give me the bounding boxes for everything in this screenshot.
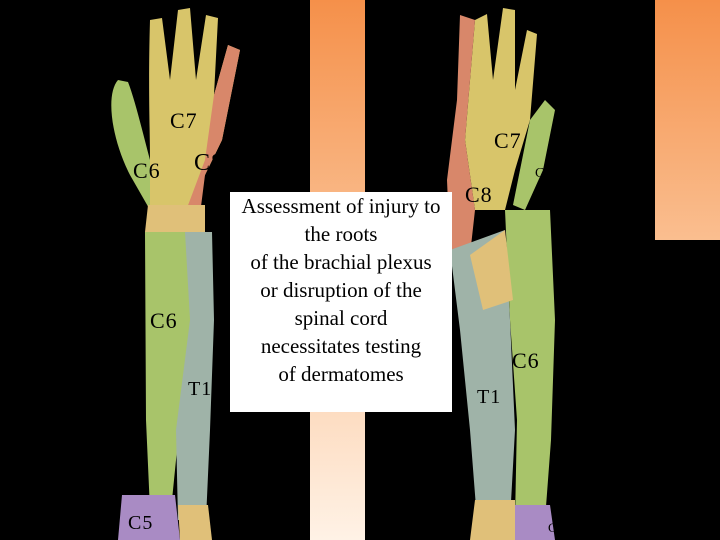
caption-text-box: Assessment of injury to the roots of the… <box>230 192 452 412</box>
caption-line: Assessment of injury to <box>241 194 441 218</box>
right-arm-dermatome-illustration <box>447 8 555 540</box>
left-label-c6-forearm: C6 <box>150 308 178 333</box>
right-label-c8: C8 <box>465 182 493 207</box>
caption-line: spinal cord <box>294 306 388 330</box>
left-label-c7: C7 <box>170 108 198 133</box>
right-label-c5: C5 <box>548 520 566 535</box>
left-arm-dermatome-illustration <box>111 8 240 540</box>
right-label-t1: T1 <box>477 386 502 408</box>
left-label-t1: T1 <box>188 378 213 400</box>
caption-line: of dermatomes <box>278 362 404 386</box>
right-photo-strip <box>655 240 720 540</box>
right-label-c7: C7 <box>494 128 522 153</box>
caption-line: the roots <box>304 222 378 246</box>
caption-line: or disruption of the <box>260 278 422 302</box>
left-label-c5: C5 <box>128 512 154 534</box>
caption-line: of the brachial plexus <box>250 250 432 274</box>
left-label-c6-hand: C6 <box>133 158 161 183</box>
left-label-c8: C8 <box>194 150 225 176</box>
right-label-c6-hand: C6 <box>535 166 554 181</box>
right-label-c6-forearm: C6 <box>512 348 540 373</box>
caption-line: necessitates testing <box>260 334 422 358</box>
